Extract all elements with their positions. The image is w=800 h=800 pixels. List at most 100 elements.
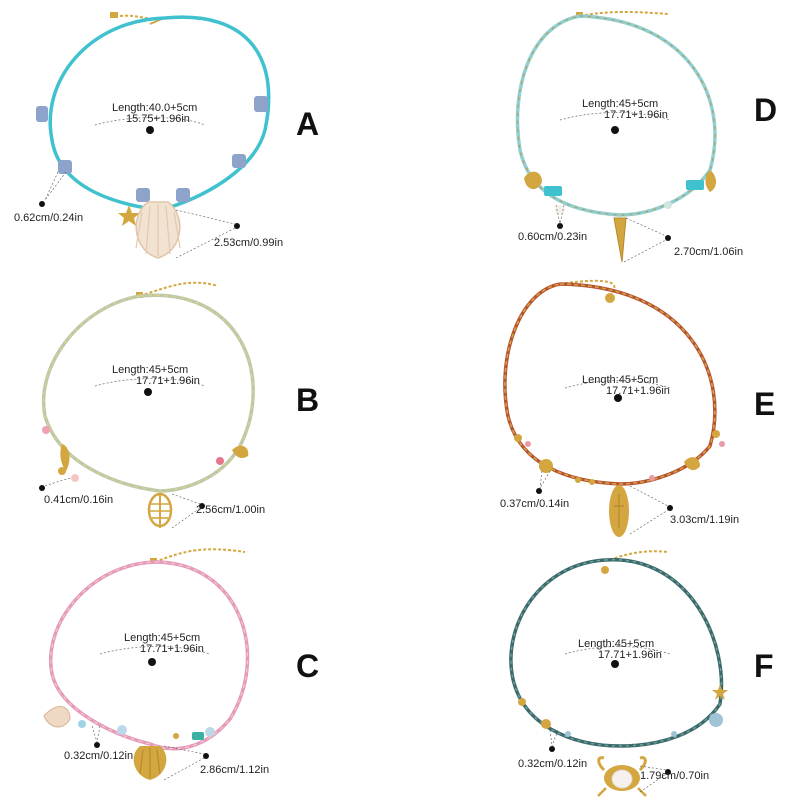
measurement-dot-icon <box>144 388 152 396</box>
leader-line <box>549 729 553 747</box>
measure-arc <box>564 646 671 655</box>
necklace-panel-b: Length:45+5cm 17.71+1.96in 0.41cm/0.16in… <box>0 266 400 532</box>
bead <box>232 154 246 168</box>
measurement-dot-icon <box>146 126 154 134</box>
necklace-panel-f: Length:45+5cm 17.71+1.96in 0.32cm/0.12in… <box>400 534 800 800</box>
measure-arc <box>99 646 211 655</box>
measure-arc <box>564 380 671 389</box>
leader-line <box>625 217 667 237</box>
bead <box>664 201 672 209</box>
bead-size-label: 0.41cm/0.16in <box>44 494 114 506</box>
length-in-label: 17.71+1.96in <box>136 375 200 387</box>
leader-line <box>559 204 565 225</box>
leader-line <box>44 171 59 201</box>
leader-line <box>171 493 201 505</box>
length-in-label: 17.71+1.96in <box>606 385 670 397</box>
starfish-icon <box>712 684 728 700</box>
cord-twist <box>510 559 723 747</box>
surfboard-pendant-icon <box>609 485 629 537</box>
length-in-label: 15.75+1.96in <box>126 113 190 125</box>
necklace-a-drawing <box>36 12 271 259</box>
measurement-dot-icon <box>203 753 209 759</box>
necklace-e-drawing <box>503 279 725 537</box>
leader-line <box>175 227 236 259</box>
leader-line <box>629 509 669 535</box>
seahorse-pendant-icon <box>60 444 70 471</box>
variant-letter: A <box>296 106 320 142</box>
sand-dollar-icon <box>539 459 553 473</box>
length-cm-label: Length:45+5cm <box>112 364 189 376</box>
pendant-size-label: 1.79cm/0.70in <box>640 770 710 782</box>
bead <box>565 731 571 737</box>
bead <box>514 434 522 442</box>
leader-line <box>639 773 667 793</box>
leader-line <box>43 477 71 487</box>
cord-twist <box>504 283 716 485</box>
bead <box>544 186 562 196</box>
length-cm-label: Length:45+5cm <box>578 638 655 650</box>
length-in-label: 17.71+1.96in <box>604 109 668 121</box>
bead <box>192 732 204 740</box>
leader-line <box>163 745 205 755</box>
bead <box>254 96 268 112</box>
length-cm-label: Length:45+5cm <box>124 632 201 644</box>
pendant-size-label: 2.86cm/1.12in <box>200 764 270 776</box>
cord-twist <box>516 15 716 216</box>
leader-line <box>163 757 205 781</box>
leader-line <box>551 729 559 747</box>
measurement-dot-icon <box>667 505 673 511</box>
claw-pendant-icon <box>232 445 249 458</box>
pendant-size-label: 2.56cm/1.00in <box>196 504 266 516</box>
bead-size-label: 0.32cm/0.12in <box>64 750 134 762</box>
clasp-icon <box>605 293 615 303</box>
length-cm-label: Length:45+5cm <box>582 374 659 386</box>
pendant-size-label: 2.70cm/1.06in <box>674 246 744 258</box>
extender-chain <box>154 548 246 563</box>
bead <box>541 719 551 729</box>
leader-line <box>171 507 201 529</box>
starfish-icon <box>118 205 140 226</box>
measurement-dot-icon <box>536 488 542 494</box>
leader-line <box>555 204 561 225</box>
measurement-dot-icon <box>39 201 45 207</box>
bead <box>176 188 190 202</box>
leader-line <box>623 239 667 263</box>
measurement-dot-icon <box>549 746 555 752</box>
necklace-c-drawing <box>43 548 250 781</box>
bead <box>671 731 677 737</box>
bead-size-label: 0.62cm/0.24in <box>14 212 84 224</box>
measurement-dot-icon <box>557 223 563 229</box>
necklace-b-drawing <box>39 281 255 529</box>
shell-charm-icon <box>684 457 700 471</box>
bead <box>712 430 720 438</box>
measurement-dot-icon <box>94 742 100 748</box>
scallop-pendant-icon <box>133 746 167 780</box>
bead-size-label: 0.37cm/0.14in <box>500 498 570 510</box>
bead <box>649 475 655 481</box>
measurement-dot-icon <box>665 769 671 775</box>
bead <box>42 426 50 434</box>
cowrie-shell-icon <box>524 171 542 190</box>
leader-line <box>175 209 236 225</box>
bead <box>58 467 66 475</box>
extender-chain <box>139 281 219 297</box>
measure-arc <box>559 112 671 121</box>
cone-shell-icon <box>43 706 71 728</box>
leader-line <box>44 171 67 201</box>
leader-line <box>539 470 551 489</box>
necklace-panel-a: Length:40.0+5cm 15.75+1.96in 0.62cm/0.24… <box>0 0 400 266</box>
measurement-dot-icon <box>39 485 45 491</box>
measure-arc <box>94 117 206 126</box>
bead <box>216 457 224 465</box>
variant-letter: E <box>754 386 776 422</box>
leader-line <box>91 725 98 743</box>
bead <box>36 106 48 122</box>
bead <box>78 720 86 728</box>
fish-skeleton-icon <box>147 492 173 528</box>
pendant-size-label: 3.03cm/1.19in <box>670 514 740 526</box>
bead <box>58 160 72 174</box>
measurement-dot-icon <box>611 126 619 134</box>
bead <box>709 713 723 727</box>
crab-pendant-icon <box>597 756 647 797</box>
necklace-f-drawing <box>509 550 728 797</box>
